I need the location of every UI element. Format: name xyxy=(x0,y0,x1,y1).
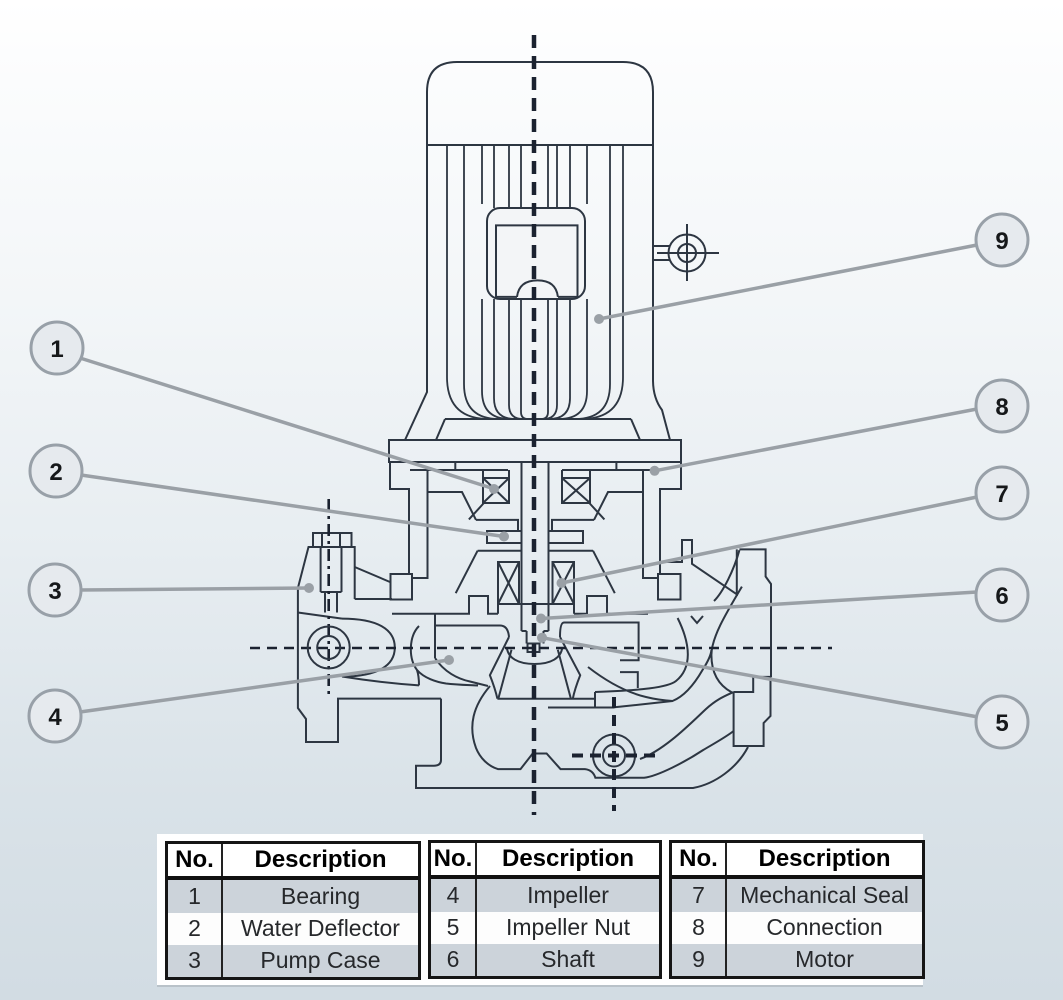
svg-text:1: 1 xyxy=(50,336,63,363)
svg-text:5: 5 xyxy=(995,710,1008,737)
svg-text:6: 6 xyxy=(995,583,1008,610)
svg-text:8: 8 xyxy=(995,394,1008,421)
svg-text:9: 9 xyxy=(995,228,1008,255)
svg-text:7: 7 xyxy=(995,481,1008,508)
svg-text:2: 2 xyxy=(49,459,62,486)
svg-text:4: 4 xyxy=(48,704,62,731)
svg-text:3: 3 xyxy=(48,578,61,605)
